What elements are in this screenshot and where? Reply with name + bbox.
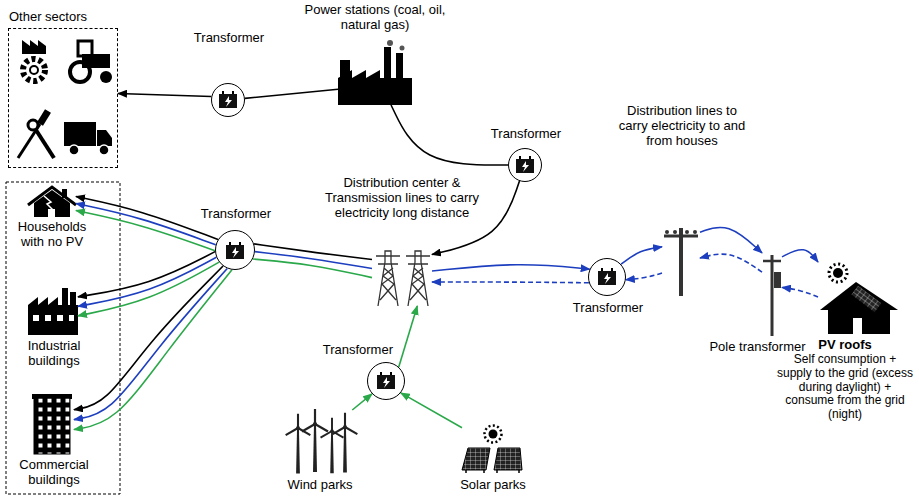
node-label: Wind parks — [270, 478, 370, 493]
transmission-towers: Distribution center & Transmission lines… — [372, 248, 432, 306]
power-flow-line — [700, 227, 762, 253]
power-flow-line — [74, 268, 227, 419]
household-node: Households with no PV — [28, 186, 76, 217]
label-block: Transformer — [486, 127, 566, 142]
power-flow-line — [782, 250, 818, 262]
label-block: Transformer — [189, 31, 269, 46]
label-block: Transformer — [568, 301, 648, 316]
label-block: Distribution lines to carry electricity … — [612, 104, 752, 149]
power-station-icon — [338, 40, 412, 105]
transformer-symbols — [219, 91, 616, 389]
label-block: Power stations (coal, oil, natural gas) — [290, 3, 460, 33]
dashed-flow-line — [432, 281, 589, 283]
label-block: Households with no PV — [6, 220, 98, 250]
solar-park: Solar parks — [462, 425, 524, 473]
power-flow-line — [78, 257, 216, 306]
power-flow-line — [432, 265, 590, 271]
node-label: PV roofs — [776, 338, 914, 353]
power-flow-line — [76, 211, 215, 251]
wind-park: Wind parks — [283, 410, 357, 474]
distribution-pole-icon — [664, 228, 698, 296]
power-flow-line — [254, 244, 372, 260]
power-flow-line — [78, 262, 219, 316]
power-flow-line — [352, 394, 372, 410]
power-station: Power stations (coal, oil, natural gas) — [338, 40, 412, 105]
transmission-towers-icon — [376, 251, 430, 306]
power-flow-line — [621, 247, 662, 264]
node-label: Transformer — [299, 343, 393, 358]
power-flow-line — [391, 105, 508, 165]
node-label: Other sectors — [9, 10, 119, 25]
label-block: Commercial buildings — [8, 458, 100, 488]
dashed-flow-line — [782, 287, 818, 296]
sector-group-box: Other sectors — [8, 28, 118, 168]
power-flow-line — [399, 306, 418, 367]
industrial-icon — [28, 288, 78, 335]
transformer-circle: Transformer — [367, 362, 405, 400]
pv-roof-house: PV roofsSelf consumption + supply to the… — [818, 262, 900, 334]
pole-transformer-icon — [763, 255, 781, 336]
node-label: Transformer — [568, 301, 648, 316]
power-flow-line — [76, 204, 216, 245]
power-flow-line — [74, 266, 223, 410]
node-label: Transformer — [189, 31, 269, 46]
commercial-node: Commercial buildings — [30, 392, 74, 454]
power-flow-line — [118, 93, 211, 96]
dashed-flow-line — [700, 254, 762, 272]
distribution-pole: Distribution lines to carry electricity … — [662, 225, 700, 296]
label-block: Solar parks — [443, 478, 543, 493]
transformer-circle: Transformer — [215, 230, 255, 270]
power-flow-line — [245, 89, 338, 98]
node-label: Solar parks — [443, 478, 543, 493]
node-label: Transformer — [196, 207, 276, 222]
dashed-flow-line — [626, 273, 662, 280]
label-block: Wind parks — [270, 478, 370, 493]
pole-transformer: Pole transformer — [762, 252, 782, 336]
node-label: Commercial buildings — [8, 458, 100, 488]
label-block: Transformer — [196, 207, 276, 222]
power-flow-line — [74, 270, 232, 430]
node-label: Households with no PV — [6, 220, 98, 250]
commercial-icon — [32, 394, 72, 454]
node-note: Self consumption + supply to the grid (e… — [776, 353, 914, 422]
pv-house-icon — [820, 264, 898, 334]
label-block: Transformer — [299, 343, 393, 358]
power-flow-line — [253, 259, 372, 278]
label-block: Other sectors — [9, 10, 119, 25]
transformer-circle: Transformer — [588, 258, 626, 296]
consumer-group-box — [6, 182, 120, 494]
power-flow-line — [76, 197, 218, 240]
node-label: Industrial buildings — [8, 339, 100, 369]
household-icon — [28, 187, 76, 217]
wind-park-icon — [286, 409, 358, 474]
node-label: Transformer — [486, 127, 566, 142]
node-label: Distribution center & Transmission lines… — [317, 176, 487, 221]
transformer-circle: Transformer — [211, 83, 245, 117]
sector-icons — [18, 40, 112, 158]
label-block: Distribution center & Transmission lines… — [317, 176, 487, 221]
transformer-circle: Transformer — [508, 148, 542, 182]
solar-park-icon — [462, 426, 522, 474]
label-block: PV roofsSelf consumption + supply to the… — [776, 338, 914, 422]
industrial-node: Industrial buildings — [28, 287, 78, 335]
power-flow-line — [401, 393, 462, 428]
label-block: Industrial buildings — [8, 339, 100, 369]
node-label: Distribution lines to carry electricity … — [612, 104, 752, 149]
node-label: Power stations (coal, oil, natural gas) — [290, 3, 460, 33]
